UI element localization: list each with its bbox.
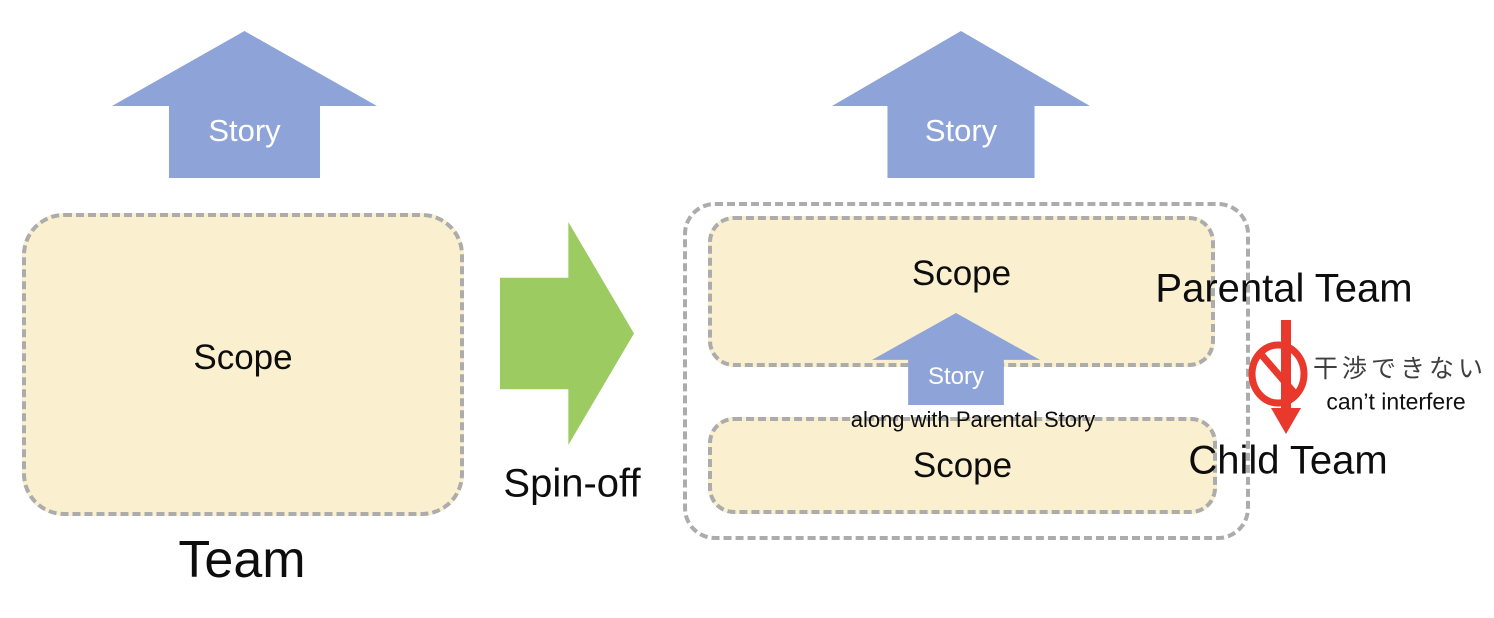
right-story-arrow-icon: Story xyxy=(832,31,1090,178)
left-story-arrow-icon: Story xyxy=(112,31,377,178)
spinoff-label: Spin-off xyxy=(503,461,641,506)
child-scope-label: Scope xyxy=(912,445,1013,485)
no-interfere-icon xyxy=(1245,312,1330,437)
no-interfere-label-jp: 干渉できない xyxy=(1312,355,1488,383)
spunoff-teams-container xyxy=(683,202,1250,540)
left-scope-label: Scope xyxy=(193,337,293,377)
parental-scope-label: Scope xyxy=(911,254,1012,293)
left-story-arrow-label: Story xyxy=(208,113,281,148)
left-scope-box: Scope xyxy=(22,213,464,516)
inner-story-note: along with Parental Story xyxy=(850,407,1096,432)
right-story-arrow-label: Story xyxy=(924,113,998,148)
spinoff-arrow-icon xyxy=(500,222,634,445)
no-interfere-label-en: can’t interfere xyxy=(1326,388,1466,415)
inner-story-arrow-label: Story xyxy=(927,363,985,390)
team-label: Team xyxy=(178,531,306,589)
child-scope-box: Scope xyxy=(708,417,1217,514)
child-team-label: Child Team xyxy=(1188,438,1388,483)
parental-team-label: Parental Team xyxy=(1155,266,1413,311)
